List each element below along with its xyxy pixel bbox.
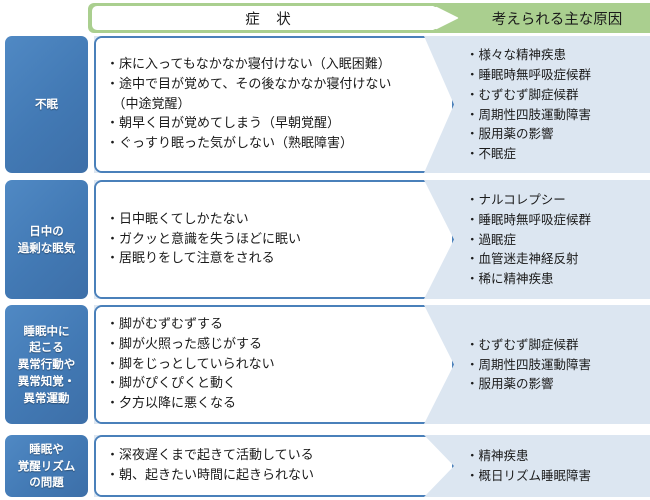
row-category-line: 異常知覚・ xyxy=(17,373,76,388)
symptom-item: ・脚をじっとしていられない xyxy=(106,356,275,372)
cause-item: ・稀に精神疾患 xyxy=(466,271,554,287)
row-body: ・深夜遅くまで起きて活動している・朝、起きたい時間に起きられない ・精神疾患・概日… xyxy=(94,435,650,497)
row-category-line: 不眠 xyxy=(35,97,58,112)
cause-item: ・睡眠時無呼吸症候群 xyxy=(466,211,592,227)
symptom-item: ・日中眠くてしかたない xyxy=(106,211,249,227)
symptom-list: ・日中眠くてしかたない・ガクッと意識を失うほどに眠い・居眠りをして注意をされる xyxy=(102,180,422,299)
cause-item: ・むずむず脚症候群 xyxy=(466,336,579,352)
row-category-label: 日中の過剰な眠気 xyxy=(5,180,88,299)
row-category-line: 異常行動や xyxy=(17,357,76,372)
symptom-list-ul: ・深夜遅くまで起きて活動している・朝、起きたい時間に起きられない xyxy=(106,446,422,486)
row-category-line: 起こる xyxy=(29,340,64,355)
row-category-line: 異常運動 xyxy=(23,390,70,405)
symptom-item: ・夕方以降に悪くなる xyxy=(106,396,237,412)
symptom-list: ・脚がむずむずする・脚が火照った感じがする・脚をじっとしていられない・脚がぴくぴ… xyxy=(102,305,422,424)
symptom-item: （中途覚醒） xyxy=(106,96,191,112)
symptom-item: ・ぐっすり眠った気がしない（熟眠障害） xyxy=(106,136,354,152)
cause-list-ul: ・精神疾患・概日リズム睡眠障害 xyxy=(466,446,646,486)
cause-item: ・周期性四肢運動障害 xyxy=(466,356,592,372)
row-category-line: 睡眠中に xyxy=(23,323,70,338)
cause-item: ・周期性四肢運動障害 xyxy=(466,106,592,122)
symptom-list-ul: ・日中眠くてしかたない・ガクッと意識を失うほどに眠い・居眠りをして注意をされる xyxy=(106,210,422,269)
cause-item: ・ナルコレプシー xyxy=(466,192,566,208)
header-cause-label: 考えられる主な原因 xyxy=(491,11,623,28)
symptom-arrow-box-fill xyxy=(96,437,452,495)
cause-list: ・精神疾患・概日リズム睡眠障害 xyxy=(466,435,646,497)
header-symptom-arrow-fill xyxy=(92,6,458,30)
cause-item: ・不眠症 xyxy=(466,146,517,161)
cause-list-ul: ・ナルコレプシー・睡眠時無呼吸症候群・過眠症・血管迷走神経反射・稀に精神疾患 xyxy=(466,190,646,289)
row-category-label: 睡眠や覚醒リズムの問題 xyxy=(5,435,88,497)
cause-item: ・精神疾患 xyxy=(466,448,529,464)
symptom-arrow-box-fill xyxy=(96,307,452,422)
symptom-item: ・ガクッと意識を失うほどに眠い xyxy=(106,231,302,247)
symptom-item: ・朝、起きたい時間に起きられない xyxy=(106,468,315,483)
symptom-list-ul: ・床に入ってもなかなか寝付けない（入眠困難） ・途中で目が覚めて、その後なかなか寝… xyxy=(106,55,422,154)
diagram-row: 睡眠や覚醒リズムの問題・深夜遅くまで起きて活動している・朝、起きたい時間に起きら… xyxy=(0,435,650,497)
symptom-item: ・深夜遅くまで起きて活動している xyxy=(106,448,314,464)
cause-item: ・服用薬の影響 xyxy=(466,126,554,142)
symptom-list: ・深夜遅くまで起きて活動している・朝、起きたい時間に起きられない xyxy=(102,435,422,497)
cause-list-ul: ・様々な精神疾患・睡眠時無呼吸症候群・むずむず脚症候群・周期性四肢運動障害・服用… xyxy=(466,45,646,164)
cause-item: ・服用薬の影響 xyxy=(466,376,554,392)
row-category-line: 覚醒リズム xyxy=(17,458,76,473)
diagram-row: 不眠 ・床に入ってもなかなか寝付けない（入眠困難） ・途中で目が覚めて、その後なかな… xyxy=(0,36,650,173)
row-category-line: 過剰な眠気 xyxy=(17,240,76,255)
symptom-arrow-box-fill xyxy=(96,38,452,171)
cause-item: ・過眠症 xyxy=(466,231,517,247)
diagram-row: 日中の過剰な眠気・日中眠くてしかたない・ガクッと意識を失うほどに眠い・居眠りをし… xyxy=(0,180,650,299)
row-category-label: 睡眠中に起こる異常行動や異常知覚・異常運動 xyxy=(5,305,88,424)
row-body: ・脚がむずむずする・脚が火照った感じがする・脚をじっとしていられない・脚がぴくぴ… xyxy=(94,305,650,424)
cause-item: ・様々な精神疾患 xyxy=(466,47,567,63)
symptom-item: ・脚がむずむずする xyxy=(106,317,224,333)
diagram-row: 睡眠中に起こる異常行動や異常知覚・異常運動・脚がむずむずする・脚が火照った感じが… xyxy=(0,305,650,424)
row-category-line: 日中の xyxy=(29,223,64,238)
row-category-line: の問題 xyxy=(29,475,64,490)
cause-list-ul: ・むずむず脚症候群・周期性四肢運動障害・服用薬の影響 xyxy=(466,335,646,394)
cause-list: ・様々な精神疾患・睡眠時無呼吸症候群・むずむず脚症候群・周期性四肢運動障害・服用… xyxy=(466,36,646,173)
cause-item: ・血管迷走神経反射 xyxy=(466,251,579,267)
cause-item: ・むずむず脚症候群 xyxy=(466,86,579,102)
header-banner: 症 状 考えられる主な原因 xyxy=(88,3,650,33)
symptom-item: ・居眠りをして注意をされる xyxy=(106,251,275,267)
row-body: ・床に入ってもなかなか寝付けない（入眠困難） ・途中で目が覚めて、その後なかなか寝… xyxy=(94,36,650,173)
row-category-line: 睡眠や xyxy=(29,441,64,456)
symptom-item: ・床に入ってもなかなか寝付けない（入眠困難） xyxy=(106,57,391,73)
symptom-item: ・朝早く目が覚めてしまう（早朝覚醒） xyxy=(106,116,341,132)
symptom-item: ・脚が火照った感じがする xyxy=(106,336,263,352)
symptom-list: ・床に入ってもなかなか寝付けない（入眠困難） ・途中で目が覚めて、その後なかなか寝… xyxy=(102,36,422,173)
cause-list: ・むずむず脚症候群・周期性四肢運動障害・服用薬の影響 xyxy=(466,305,646,424)
cause-list: ・ナルコレプシー・睡眠時無呼吸症候群・過眠症・血管迷走神経反射・稀に精神疾患 xyxy=(466,180,646,299)
row-body: ・日中眠くてしかたない・ガクッと意識を失うほどに眠い・居眠りをして注意をされる・… xyxy=(94,180,650,299)
cause-item: ・概日リズム睡眠障害 xyxy=(466,468,592,483)
symptom-arrow-box-fill xyxy=(96,182,452,297)
symptom-item: ・途中で目が覚めて、その後なかなか寝付けない xyxy=(106,76,392,92)
symptom-list-ul: ・脚がむずむずする・脚が火照った感じがする・脚をじっとしていられない・脚がぴくぴ… xyxy=(106,315,422,414)
symptom-item: ・脚がぴくぴくと動く xyxy=(106,376,237,392)
row-category-label: 不眠 xyxy=(5,36,88,173)
header-symptom-label: 症 状 xyxy=(245,11,292,28)
cause-item: ・睡眠時無呼吸症候群 xyxy=(466,67,592,82)
